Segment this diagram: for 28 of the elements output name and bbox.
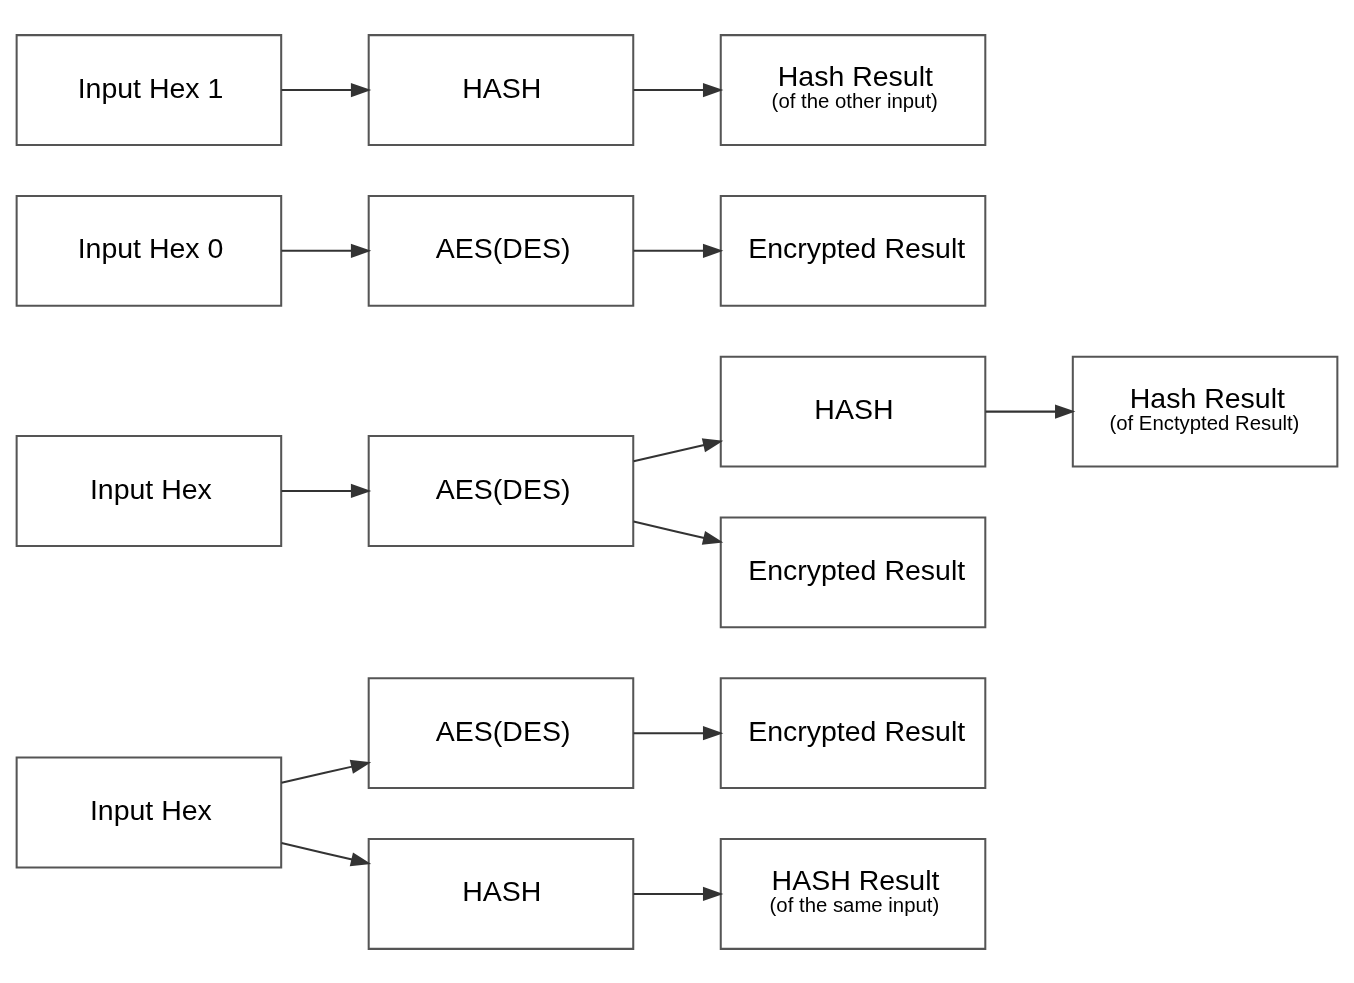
arrow (281, 243, 372, 258)
node-box: Encrypted Result (719, 676, 987, 789)
node-box: AES(DES) (367, 676, 635, 789)
arrow (633, 82, 724, 97)
node-box: HASH Result (of the same input) (719, 837, 987, 950)
arrow (281, 841, 372, 866)
arrow (633, 886, 724, 901)
arrow (985, 404, 1076, 419)
arrow (633, 520, 724, 545)
node-box: AES(DES) (367, 194, 635, 307)
arrow (281, 82, 372, 97)
node-box: Input Hex (15, 756, 283, 868)
node-box: Encrypted Result (719, 515, 987, 628)
node-box: HASH (719, 355, 987, 468)
node-box: Encrypted Result (719, 194, 987, 307)
node-box: Hash Result (of the other input) (719, 33, 987, 146)
node-box: Input Hex (15, 434, 283, 547)
node-box: HASH (367, 837, 635, 950)
node-box: Hash Result (of Enctypted Result) (1071, 355, 1339, 468)
arrow (633, 243, 724, 258)
arrow (633, 437, 724, 462)
node-box: Input Hex 0 (15, 194, 283, 307)
arrow (281, 483, 372, 498)
arrow (633, 725, 724, 740)
node-box: AES(DES) (367, 434, 635, 547)
node-box: Input Hex 1 (15, 33, 283, 146)
arrow (281, 759, 372, 784)
node-box: HASH (367, 33, 635, 146)
